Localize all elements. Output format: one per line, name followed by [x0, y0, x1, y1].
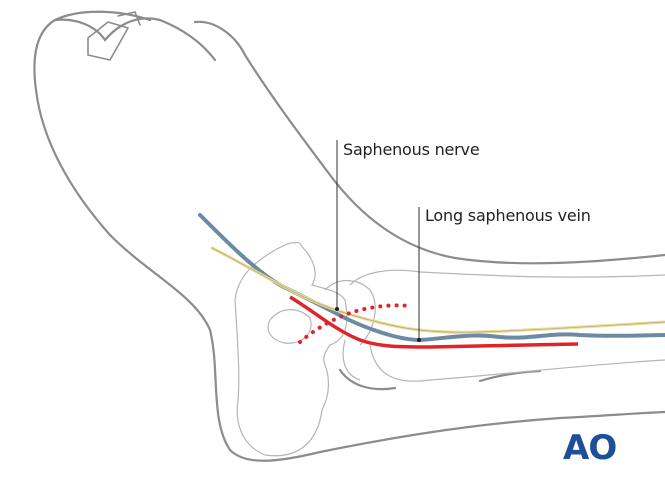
malleolus-curve — [338, 368, 397, 391]
calcaneus-talus — [234, 241, 348, 457]
cuboid — [342, 339, 361, 381]
navicular — [267, 309, 312, 344]
saphenous-nerve-label: Saphenous nerve — [343, 140, 480, 159]
saphenous-nerve-edge — [211, 247, 665, 333]
foot-outline — [33, 10, 665, 462]
toe-crease — [117, 11, 141, 26]
sole-line — [33, 10, 665, 462]
long-saphenous-vein-label: Long saphenous vein — [425, 206, 591, 225]
ankle-curve — [478, 369, 542, 383]
leader-lines — [336, 140, 420, 340]
bones — [234, 241, 665, 457]
metatarsal-upper — [349, 269, 665, 286]
toenail — [87, 21, 130, 61]
incision-line — [289, 295, 579, 349]
toes-line — [53, 17, 217, 62]
metatarsal-lower — [369, 344, 665, 382]
nerve-leader-dot — [335, 307, 339, 311]
vein-leader-dot — [417, 338, 421, 342]
dorsum-line — [193, 20, 665, 265]
ao-logo: AO — [563, 428, 617, 468]
